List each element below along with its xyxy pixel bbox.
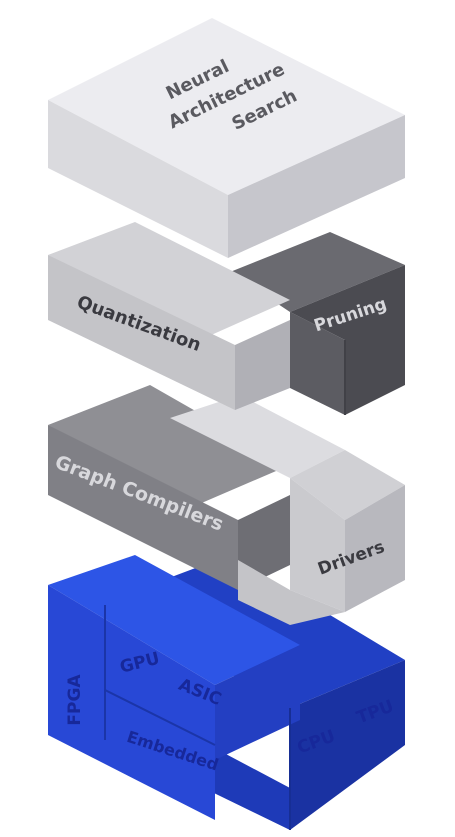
search-layer: Neural Architecture Search xyxy=(48,18,405,258)
drivers-lower-left xyxy=(238,560,345,625)
compilers-layer: Graph Compilers Drivers xyxy=(48,385,405,625)
drivers-top-ext xyxy=(290,450,405,520)
quantization-left xyxy=(48,255,235,410)
hardware-light-top xyxy=(48,555,300,685)
quantization-right xyxy=(235,320,290,410)
label-fpga: FPGA xyxy=(65,674,85,726)
graph-compilers-left xyxy=(48,425,238,590)
graph-compilers-right xyxy=(238,495,290,590)
search-left xyxy=(48,100,228,258)
quantization-top xyxy=(48,222,290,340)
drivers-top xyxy=(170,395,345,478)
search-top xyxy=(48,18,405,195)
hardware-light-right xyxy=(215,645,300,760)
pruning-right xyxy=(290,265,405,415)
optimization-layer: Quantization Pruning xyxy=(48,222,405,415)
hardware-layer: FPGA GPU ASIC Embedded CPU TPU xyxy=(48,555,405,830)
graph-compilers-top xyxy=(48,385,290,508)
drivers-left xyxy=(290,478,345,612)
hardware-dark-right xyxy=(290,660,405,830)
hardware-seam-2 xyxy=(104,689,216,746)
search-right xyxy=(228,115,405,258)
pruning-left xyxy=(290,312,345,415)
drivers-front xyxy=(345,485,405,612)
